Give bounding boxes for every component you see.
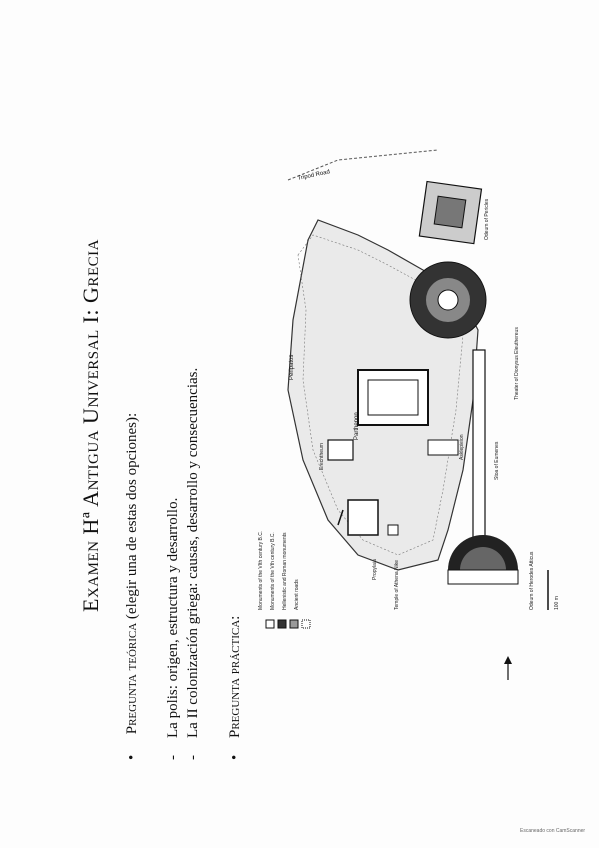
theory-heading: Pregunta teórica bbox=[124, 622, 140, 735]
tripod-road bbox=[287, 149, 439, 181]
bullet-icon: • bbox=[124, 754, 140, 760]
bullet-icon: • bbox=[227, 754, 243, 760]
odeum-herodes-atticus bbox=[447, 535, 519, 585]
legend-item: Hellenistic and Roman monuments bbox=[282, 532, 288, 610]
legend-item: Monuments of the Vth century B.C. bbox=[270, 532, 276, 610]
theater-label: Theater of Dionysus Eleuthereus bbox=[514, 327, 520, 400]
athena-nike-temple bbox=[387, 524, 399, 536]
theory-question: • Pregunta teórica (elegir una de estas … bbox=[124, 413, 141, 760]
legend-item: Monuments of the VIth century B.C. bbox=[258, 531, 264, 610]
practice-heading: Pregunta práctica: bbox=[227, 615, 243, 738]
dash-icon: - bbox=[185, 755, 201, 760]
scanner-footer: Escaneado con CamScanner bbox=[520, 828, 586, 834]
propylaia-building bbox=[337, 499, 379, 536]
propylaia-label: Propylaia bbox=[372, 559, 378, 580]
odeum-pericles-label: Odeum of Pericles bbox=[484, 198, 490, 240]
odeum-label: Odeum of Herodes Atticus bbox=[529, 551, 535, 610]
scale-label: 100 m bbox=[554, 596, 560, 610]
erechtheum-label: Erechtheum bbox=[319, 443, 325, 470]
theory-instruction: (elegir una de estas dos opciones): bbox=[124, 412, 140, 620]
rock-contour bbox=[297, 234, 464, 556]
north-arrow-icon bbox=[504, 656, 512, 680]
athena-nike-label: Temple of Athena Nike bbox=[394, 560, 400, 610]
parthenon-inner bbox=[367, 379, 419, 416]
stoa-label: Stoa of Eumenes bbox=[494, 441, 500, 480]
asklepieion-label: Asklepieion bbox=[459, 434, 465, 460]
option-text: La II colonización griega: causas, desar… bbox=[185, 367, 201, 738]
theory-option-2: - La II colonización griega: causas, desa… bbox=[185, 368, 202, 760]
stoa-of-eumenes bbox=[472, 349, 486, 551]
practice-question: • Pregunta práctica: bbox=[227, 616, 244, 760]
dash-icon: - bbox=[165, 755, 181, 760]
option-text: La polis: origen, estructura y desarroll… bbox=[165, 497, 181, 738]
peripatos-label: Peripatos bbox=[289, 355, 295, 380]
tripod-road-label: Tripod Road bbox=[297, 169, 330, 182]
parthenon-building bbox=[357, 369, 429, 426]
asklepieion-building bbox=[427, 439, 459, 456]
legend-item: Ancient roads bbox=[294, 579, 300, 610]
exam-title: Examen Hª Antigua Universal I: Grecia bbox=[78, 239, 103, 612]
theater-of-dionysus bbox=[409, 261, 487, 339]
map-legend: Monuments of the VIth century B.C. Monum… bbox=[258, 531, 311, 629]
theory-option-1: - La polis: origen, estructura y desarrol… bbox=[165, 498, 182, 760]
scale-bar: 100 m bbox=[547, 570, 560, 610]
erechtheum-building bbox=[327, 439, 354, 461]
parthenon-label: Parthenon bbox=[354, 412, 360, 440]
acropolis-map: Parthenon Erechtheum Propylaia Temple of… bbox=[258, 149, 560, 680]
